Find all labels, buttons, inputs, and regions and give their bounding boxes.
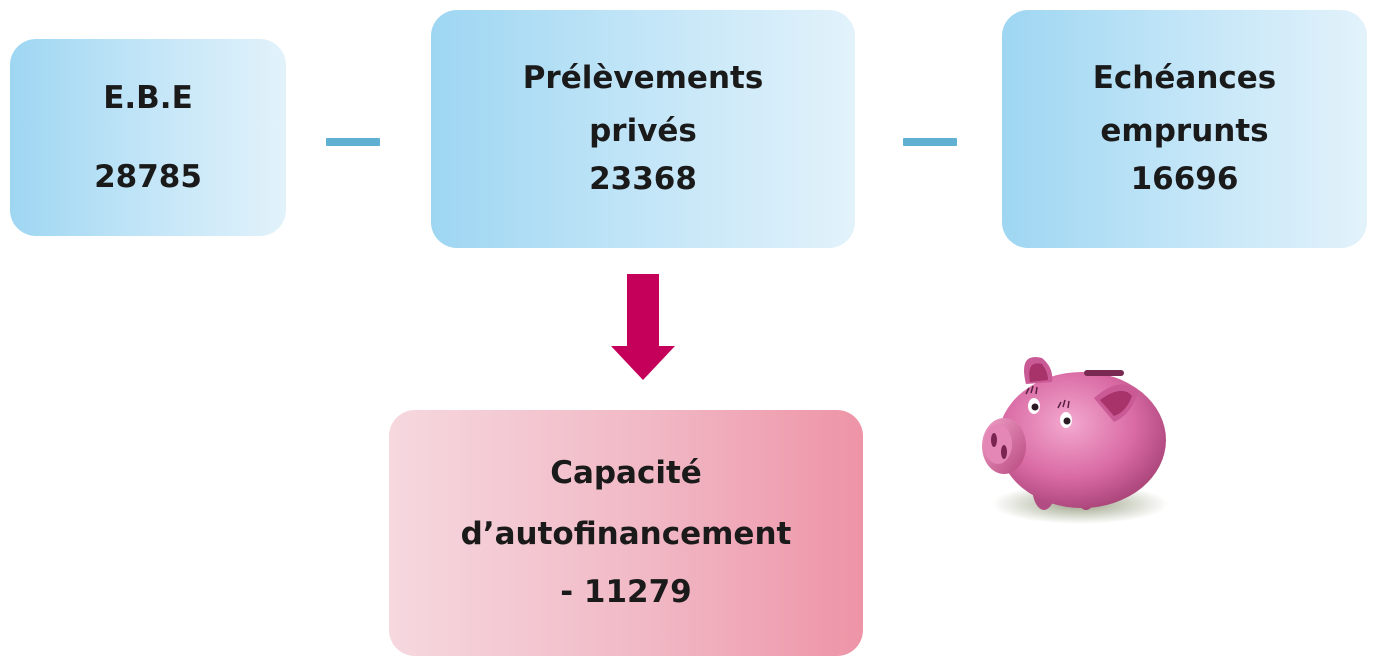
prelevements-label-line2: privés bbox=[589, 112, 697, 149]
echeances-box: Echéances emprunts 16696 bbox=[1002, 10, 1367, 248]
echeances-label-line2: emprunts bbox=[1100, 112, 1269, 149]
caf-label-line2: d’autofinancement bbox=[460, 515, 792, 552]
caf-box: Capacité d’autofinancement - 11279 bbox=[389, 410, 863, 656]
prelevements-box: Prélèvements privés 23368 bbox=[431, 10, 855, 248]
ebe-label: E.B.E bbox=[103, 79, 193, 116]
echeances-label-line1: Echéances bbox=[1092, 59, 1277, 96]
minus-sign-1 bbox=[326, 138, 380, 146]
prelevements-value: 23368 bbox=[589, 161, 697, 198]
ebe-value: 28785 bbox=[94, 158, 202, 195]
arrow-down-icon bbox=[611, 274, 675, 380]
prelevements-label-line1: Prélèvements bbox=[522, 59, 764, 96]
piggy-bank-icon bbox=[982, 357, 1168, 524]
caf-value: - 11279 bbox=[560, 574, 692, 611]
ebe-box: E.B.E 28785 bbox=[10, 39, 286, 236]
echeances-value: 16696 bbox=[1130, 161, 1239, 198]
minus-sign-2 bbox=[903, 138, 957, 146]
caf-label-line1: Capacité bbox=[550, 454, 702, 491]
